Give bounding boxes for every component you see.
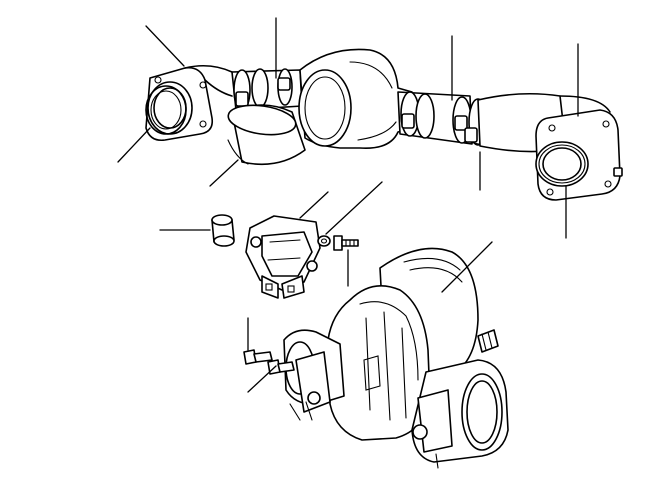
intake-pipe-assembly (145, 48, 623, 201)
leader-lines (117, 17, 579, 393)
left-intake-elbow (145, 64, 233, 142)
washer (317, 235, 331, 247)
callout-c13 (441, 241, 493, 293)
callout-c1 (145, 25, 185, 67)
throttle-body-housing (283, 247, 509, 469)
left-hose-clamp (231, 68, 303, 111)
sensor-screw (243, 349, 273, 365)
adjuster-nut (477, 329, 499, 353)
callout-c11 (325, 181, 383, 235)
spacer-bushing (211, 214, 235, 247)
callout-c3 (117, 127, 151, 163)
callout-c10 (299, 191, 329, 219)
central-pipe-body (298, 48, 413, 149)
throttle-position-sensor (245, 215, 321, 299)
callout-c4 (209, 159, 239, 187)
mounting-screw (333, 235, 359, 251)
callout-c15 (247, 365, 277, 393)
rubber-coupling-sleeve (227, 104, 306, 166)
right-flange-seal-ring (538, 144, 586, 184)
right-intake-elbow (535, 95, 623, 201)
right-hose-clamp (397, 91, 488, 146)
left-flange-seal-ring (145, 85, 187, 135)
